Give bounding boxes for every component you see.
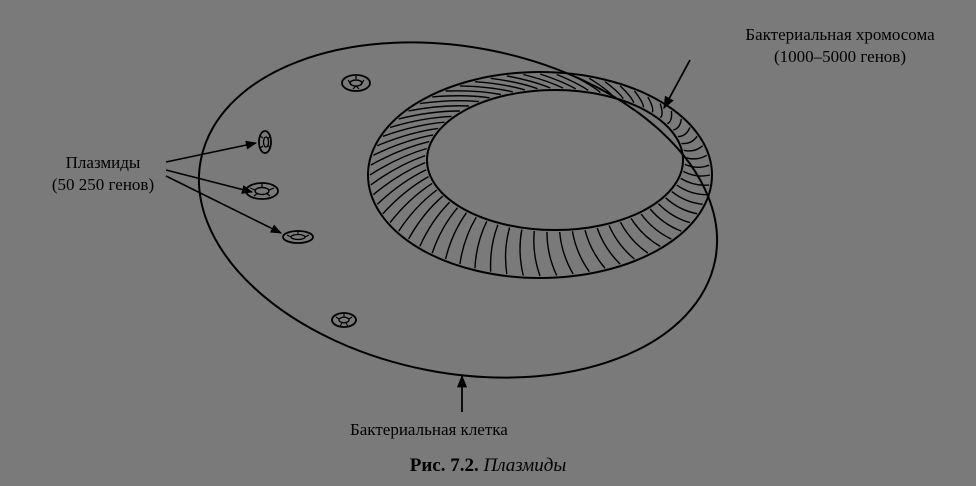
chromosome-strand xyxy=(685,164,709,167)
chromosome-strand xyxy=(585,230,605,268)
chromosome-strand xyxy=(681,178,710,185)
cell-label: Бактериальная клетка xyxy=(350,419,508,441)
chromosome-strand xyxy=(520,230,523,276)
chromosome-strand xyxy=(377,128,438,145)
chromosome-strand xyxy=(660,104,662,118)
chromosome-strand xyxy=(682,136,698,143)
bacterial-cell-outline xyxy=(170,0,747,420)
chromosome-strand xyxy=(684,146,703,151)
chromosome-strand xyxy=(390,183,432,222)
chromosome-label-gene-count: (1000–5000 генов) xyxy=(707,46,973,68)
chromosome-strand xyxy=(460,217,476,264)
plasmid xyxy=(283,231,313,243)
chromosome-label-title: Бактериальная хромосома xyxy=(707,24,973,46)
chromosome-strand xyxy=(506,228,510,275)
chromosome-strand xyxy=(420,101,479,104)
chromosome-strand xyxy=(399,111,460,119)
chromosome-strand xyxy=(475,221,487,268)
chromosome-label: Бактериальная хромосома (1000–5000 генов… xyxy=(707,24,973,68)
chromosome-strand xyxy=(673,119,681,130)
chromosome-strand xyxy=(560,232,574,274)
chromosome-strand xyxy=(373,135,433,155)
caption-title: Плазмиды xyxy=(483,455,566,476)
plasmid xyxy=(342,75,370,91)
chromosome-strands xyxy=(370,74,710,276)
chromosome-strand xyxy=(609,226,634,260)
chromosome-strand xyxy=(666,198,698,214)
chromosome-strand xyxy=(678,127,690,136)
chromosome-strand xyxy=(409,196,443,239)
chromosome-strand xyxy=(597,228,620,264)
chromosome-strand xyxy=(685,155,707,159)
caption-number: Рис. 7.2. xyxy=(410,455,479,476)
plasmid xyxy=(259,131,271,153)
chromosome-strand xyxy=(677,185,707,195)
plasmids-label-gene-count: (50 250 генов) xyxy=(8,174,198,196)
chromosome-strand xyxy=(446,91,501,95)
plasmids-label: Плазмиды (50 250 генов) xyxy=(8,152,198,196)
chromosome-strand xyxy=(409,106,469,111)
chromosome-strand xyxy=(432,96,489,98)
chromosome-outer-ring xyxy=(368,72,712,278)
plasmids-label-title: Плазмиды xyxy=(8,152,198,174)
chromosome-strand xyxy=(432,208,457,253)
chromosome-strand xyxy=(534,231,540,276)
chromosome-strand xyxy=(547,232,557,276)
bacterial-chromosome xyxy=(368,72,712,278)
chromosome-strand xyxy=(491,225,498,272)
chromosome-pointer-line xyxy=(664,60,690,108)
plasmid xyxy=(332,313,356,327)
chromosome-strand xyxy=(648,97,653,112)
chromosome-strand xyxy=(667,111,671,124)
chromosome-strand xyxy=(658,204,690,223)
chromosome-inner-ring xyxy=(427,90,683,230)
figure-caption: Рис. 7.2. Плазмиды xyxy=(0,454,976,478)
